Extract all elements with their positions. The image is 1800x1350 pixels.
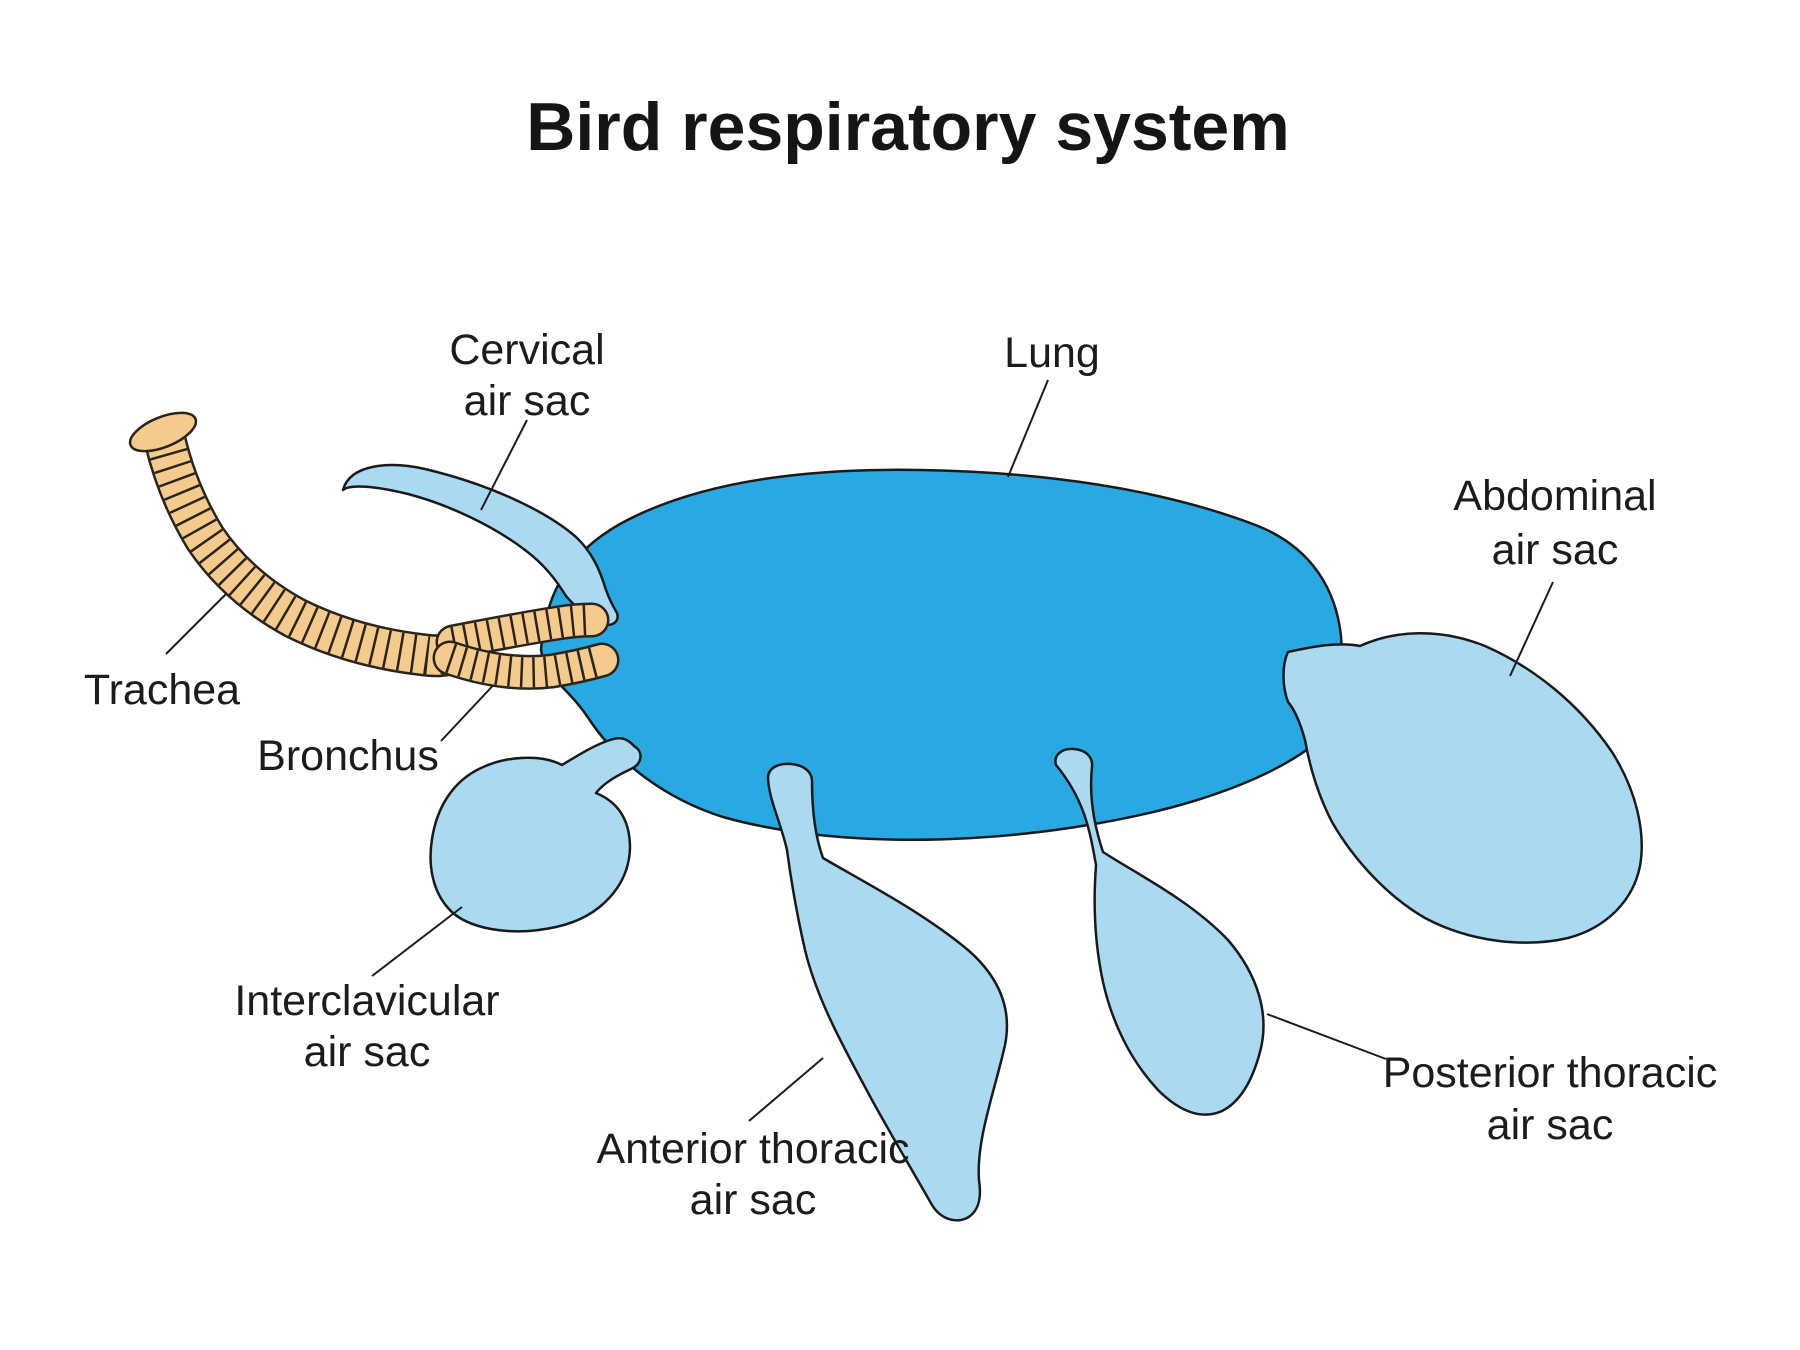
leader-line-anterior-thoracic <box>748 1057 824 1122</box>
label-interclavicular-air-sac-line1: Interclavicular <box>234 977 499 1025</box>
trachea-opening <box>128 411 198 453</box>
cervical-air-sac-shape <box>341 463 619 627</box>
leader-line-abdominal <box>1509 581 1554 677</box>
leader-line-interclavicular <box>371 906 463 977</box>
trachea-and-bronchi <box>128 411 620 690</box>
trachea-rings <box>146 435 469 675</box>
label-trachea: Trachea <box>84 666 240 714</box>
leader-line-trachea <box>165 587 233 655</box>
label-cervical-air-sac-line2: air sac <box>464 377 591 425</box>
leader-line-posterior-thoracic <box>1266 1013 1387 1060</box>
anterior-thoracic-air-sac-shape <box>766 762 1009 1222</box>
posterior-thoracic-air-sac-shape <box>1054 747 1265 1116</box>
interclavicular-air-sac-shape <box>429 737 642 933</box>
bronchus-lower-tube <box>435 643 617 688</box>
lung-shape <box>539 468 1343 842</box>
bronchus-upper-tube <box>438 605 607 657</box>
leader-line-bronchus <box>440 677 501 742</box>
label-bronchus: Bronchus <box>257 732 439 780</box>
label-abdominal-air-sac-line1: Abdominal <box>1453 472 1656 520</box>
label-lung: Lung <box>1004 329 1100 377</box>
abdominal-air-sac-shape <box>1282 632 1643 944</box>
label-abdominal-air-sac-line2: air sac <box>1492 526 1619 574</box>
labels: Cervical air sac Lung Abdominal air sac … <box>84 326 1717 1224</box>
page-title: Bird respiratory system <box>526 89 1289 165</box>
leader-line-cervical <box>480 419 528 511</box>
leader-line-lung <box>1007 379 1049 478</box>
label-anterior-thoracic-air-sac-line1: Anterior thoracic <box>596 1125 909 1173</box>
label-cervical-air-sac-line1: Cervical <box>449 326 604 374</box>
label-interclavicular-air-sac-line2: air sac <box>304 1028 431 1076</box>
label-posterior-thoracic-air-sac-line1: Posterior thoracic <box>1383 1049 1718 1097</box>
label-posterior-thoracic-air-sac-line2: air sac <box>1487 1101 1614 1149</box>
label-anterior-thoracic-air-sac-line2: air sac <box>690 1176 817 1224</box>
